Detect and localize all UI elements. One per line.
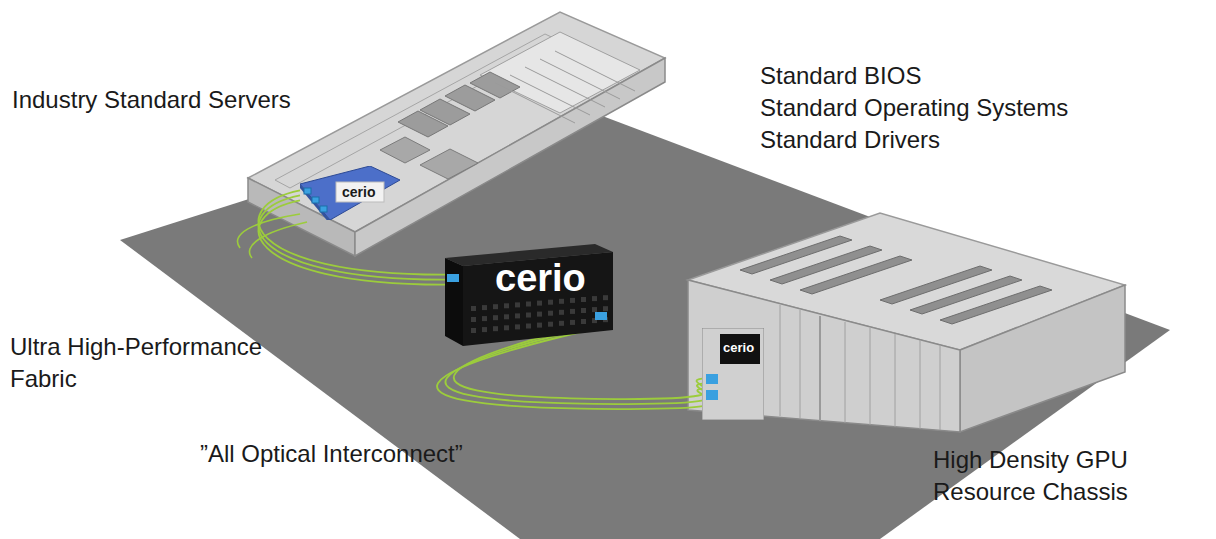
server-card: cerio bbox=[300, 166, 400, 220]
server-chassis bbox=[248, 12, 665, 256]
caption-label: Ultra High-Performance Fabric bbox=[10, 331, 320, 395]
caption-label: ”All Optical Interconnect” bbox=[200, 438, 463, 470]
caption-label: Standard BIOS bbox=[760, 60, 921, 92]
gpu-chassis bbox=[688, 213, 1125, 432]
caption-label: High Density GPU Resource Chassis bbox=[933, 444, 1173, 508]
switch: cerio bbox=[445, 244, 613, 346]
brand-logo: cerio bbox=[723, 340, 754, 356]
caption-label: Standard Operating Systems bbox=[760, 92, 1068, 124]
gpu-card: cerio bbox=[702, 328, 764, 420]
fiber-strand bbox=[259, 200, 445, 284]
brand-logo: cerio bbox=[342, 183, 375, 201]
caption-label: Industry Standard Servers bbox=[12, 84, 291, 116]
brand-logo: cerio bbox=[495, 258, 586, 298]
caption-label: Standard Drivers bbox=[760, 124, 940, 156]
